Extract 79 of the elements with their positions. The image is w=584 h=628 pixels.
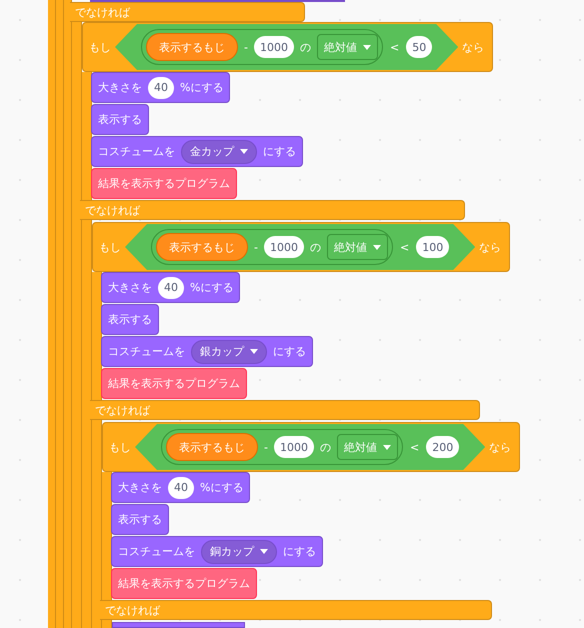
command-block	[111, 504, 169, 535]
command-block	[101, 336, 313, 367]
dropdown-menu: 絶対値	[316, 34, 378, 60]
operator-label: の	[320, 440, 331, 454]
operator-reporter	[161, 429, 403, 465]
block-edge	[112, 622, 245, 628]
operator-label: <	[400, 240, 410, 254]
command-block	[91, 104, 149, 135]
operator-label: <	[410, 440, 420, 454]
block-label: %にする	[190, 280, 234, 295]
number-input: 100	[416, 236, 450, 258]
else-bar	[90, 400, 480, 420]
else-label: でなければ	[85, 202, 140, 218]
block-label: 大きさを	[98, 80, 142, 95]
custom-block	[91, 168, 237, 199]
block-label: コスチュームを	[118, 544, 195, 559]
number-input: 50	[406, 36, 432, 58]
number-input: 1000	[264, 236, 304, 258]
operator-label: -	[244, 40, 248, 54]
operator-label: -	[254, 240, 258, 254]
block-label: 表示する	[98, 112, 142, 127]
operator-label: の	[310, 240, 321, 254]
command-block	[91, 136, 303, 167]
costume-dropdown: 金カップ	[181, 140, 257, 164]
operator-label: の	[300, 40, 311, 54]
dropdown-menu: 絶対値	[326, 234, 388, 260]
block-label: 結果を表示するプログラム	[118, 576, 250, 591]
if-block	[102, 422, 520, 472]
custom-block	[101, 368, 247, 399]
number-input: 40	[158, 276, 184, 298]
variable-reporter: 表示するもじ	[156, 233, 248, 261]
block-label: もし	[89, 40, 111, 54]
operator-label: <	[390, 40, 400, 54]
block-label: 表示する	[108, 312, 152, 327]
variable-reporter: 表示するもじ	[166, 433, 258, 461]
block-label: %にする	[200, 480, 244, 495]
operator-reporter	[151, 229, 393, 265]
block-label: 表示する	[118, 512, 162, 527]
operator-reporter	[141, 29, 383, 65]
else-bar	[70, 2, 305, 22]
block-label: コスチュームを	[108, 344, 185, 359]
block-label: にする	[283, 544, 316, 559]
block-label: 大きさを	[108, 280, 152, 295]
block-label: もし	[99, 240, 121, 254]
if-block	[82, 22, 494, 72]
block-label: 結果を表示するプログラム	[108, 376, 240, 391]
operator-label: -	[264, 440, 268, 454]
dropdown-menu: 絶対値	[336, 434, 398, 460]
block-label: %にする	[180, 80, 224, 95]
else-bar	[80, 200, 465, 220]
block-label: 結果を表示するプログラム	[98, 176, 230, 191]
block-label: コスチュームを	[98, 144, 175, 159]
else-bar	[100, 600, 492, 620]
command-block	[101, 304, 159, 335]
custom-block	[111, 568, 257, 599]
command-block	[111, 472, 250, 503]
block-label: なら	[479, 240, 502, 254]
else-label: でなければ	[75, 4, 130, 20]
command-block	[111, 536, 323, 567]
command-block	[101, 272, 240, 303]
block-label: にする	[273, 344, 306, 359]
number-input: 200	[426, 436, 460, 458]
block-label: 大きさを	[118, 480, 162, 495]
command-block	[91, 72, 230, 103]
block-label: もし	[109, 440, 131, 454]
block-label: なら	[489, 440, 512, 454]
if-block	[92, 222, 510, 272]
number-input: 40	[148, 76, 174, 98]
block-label: なら	[462, 40, 484, 54]
number-input: 1000	[274, 436, 314, 458]
block-edge	[90, 0, 345, 2]
number-input: 40	[168, 476, 194, 498]
else-label: でなければ	[95, 402, 150, 418]
else-label: でなければ	[105, 602, 160, 618]
block-label: にする	[263, 144, 296, 159]
costume-dropdown: 銅カップ	[201, 540, 277, 564]
number-input: 1000	[254, 36, 294, 58]
costume-dropdown: 銀カップ	[191, 340, 267, 364]
variable-reporter: 表示するもじ	[146, 33, 238, 61]
